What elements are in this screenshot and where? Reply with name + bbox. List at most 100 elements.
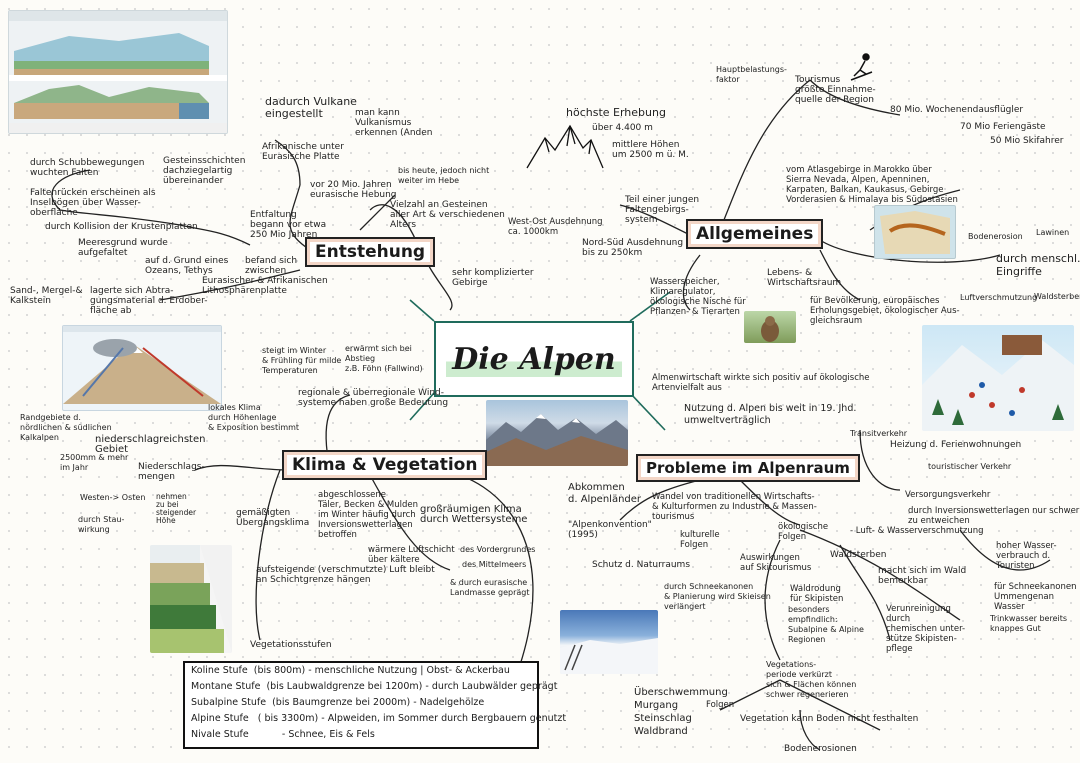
note-wandel: Wandel von traditionellen Wirtschafts- &…: [652, 492, 817, 522]
note-meeresgrund: Meeresgrund wurde aufgefaltet: [78, 238, 168, 258]
alps-map: [874, 205, 956, 259]
note-gemaessigt: gemäßigten Übergangsklima: [236, 508, 310, 528]
note-transit: Transitverkehr: [850, 429, 908, 438]
zone-row: Koline Stufe (bis 800m) - menschliche Nu…: [191, 665, 510, 676]
note-lebens: Lebens- & Wirtschaftsraum: [767, 268, 842, 288]
note-bodenerosion: Bodenerosion: [968, 232, 1023, 241]
connector-center-allgemeines: [629, 291, 671, 322]
note-bisheute: bis heute, jedoch nicht weiter im Hebe: [398, 166, 490, 185]
note-oekologische: ökologische Folgen: [778, 522, 829, 542]
note-vulkan: man kann Vulkanismus erkennen (Anden: [355, 108, 433, 138]
zone-row: Nivale Stufe - Schnee, Eis & Fels: [191, 729, 375, 740]
note-schubbewegungen: durch Schubbewegungen wuchten Falten: [30, 158, 145, 178]
note-grossraeumig: großräumigen Klima durch Wettersysteme: [420, 504, 528, 525]
note-erwaermt: erwärmt sich bei Abstieg z.B. Föhn (Fall…: [345, 344, 423, 373]
note-eurasisch: Eurasischer & Afrikanischen Lithosphären…: [202, 276, 328, 296]
note-waldrodung: Waldrodung für Skipisten: [790, 584, 844, 604]
vegetation-zones-box: Koline Stufe (bis 800m) - menschliche Nu…: [183, 661, 567, 749]
note-almen: Almenwirtschaft wirkte sich positiv auf …: [652, 373, 870, 393]
note-teil: Teil einer jungen Faltengebirgs- system: [625, 195, 700, 225]
note-luftwasser: - Luft- & Wasserverschmutzung: [850, 526, 984, 536]
note-niederschlag: niederschlagreichsten Gebiet: [95, 434, 206, 455]
note-ueberschwemmung: Überschwemmung Murgang Steinschlag Waldb…: [634, 687, 728, 737]
note-eingriffe: durch menschl. Eingriffe: [996, 252, 1080, 278]
note-abkommen: Abkommen d. Alpenländer: [568, 482, 642, 505]
note-trinkwasser: Trinkwasser bereits knappes Gut: [990, 614, 1068, 633]
header-entstehung: Entstehung: [305, 237, 436, 267]
note-ueber: über 4.400 m: [592, 123, 653, 133]
ski-slope-photo: [560, 610, 658, 674]
note-verunreinigung: Verunreinigung durch chemischen unter- s…: [886, 604, 966, 654]
note-dadurch: dadurch Vulkane eingestellt: [265, 95, 357, 120]
ski-resort-cartoon: [922, 325, 1074, 431]
note-nehmen: nehmen zu bei steigender Höhe: [156, 492, 197, 525]
note-atlas: vom Atlasgebirge in Marokko über Sierra …: [786, 165, 958, 205]
foehn-climate-diagram: [62, 325, 222, 411]
note-regional: regionale & überregionale Wind- systeme …: [298, 388, 449, 408]
note-touristisch: touristischer Verkehr: [928, 462, 1012, 471]
vegetation-zones-diagram: [150, 545, 232, 653]
note-heizung: Heizung d. Ferienwohnungen: [890, 440, 1022, 450]
note-versorgung: Versorgungsverkehr: [905, 490, 991, 500]
note-stau: durch Stau- wirkung: [78, 515, 125, 534]
note-vielzahl: Vielzahl an Gesteinen aller Art & versch…: [390, 200, 505, 230]
note-wald: Waldsterben: [1034, 292, 1080, 301]
note-nutzung: Nutzung d. Alpen bis weit in 19. Jhd. um…: [684, 403, 857, 426]
note-folgen: Folgen: [706, 700, 735, 710]
connector-center-entstehung: [409, 299, 435, 322]
note-hauptbelastung: Hauptbelastungs- faktor: [716, 65, 787, 84]
note-inversion: durch Inversionswetterlagen nur schwer z…: [908, 506, 1080, 526]
header-probleme: Probleme im Alpenraum: [636, 454, 860, 482]
skier-icon: [848, 52, 876, 84]
note-vegetation: Vegetations- periode verkürzt sich & Flä…: [766, 660, 857, 699]
note-schutz: Schutz d. Naturraums: [592, 560, 691, 570]
note-vegkann: Vegetation kann Boden nicht festhalten: [740, 714, 919, 724]
note-vor20: vor 20 Mio. Jahren eurasische Hebung: [310, 180, 397, 200]
note-machtsich: macht sich im Wald bemerkbar: [878, 566, 967, 586]
note-schneekanonen2: durch Schneekanonen & Planierung wird Sk…: [664, 582, 771, 611]
connector-center-klima: [409, 392, 435, 421]
note-ski: 50 Mio Skifahrer: [990, 136, 1064, 146]
note-mm: 2500mm & mehr im Jahr: [60, 453, 129, 472]
zone-row: Alpine Stufe ( bis 3300m) - Alpweiden, i…: [191, 713, 567, 724]
note-luft: Luftverschmutzung: [960, 293, 1038, 302]
note-faltenruecken: Faltenrücken erscheinen als Inselbögen ü…: [30, 188, 156, 218]
note-lagerte: lagerte sich Abtra- gungsmaterial d. Erd…: [90, 286, 208, 316]
note-grund: auf d. Grund eines Ozeans, Tethys: [145, 256, 229, 276]
header-allgemeines: Allgemeines: [686, 219, 824, 249]
note-bodenerosionen: Bodenerosionen: [784, 744, 857, 754]
note-vegstufen: Vegetationsstufen: [250, 640, 332, 650]
note-sand: Sand-, Mergel-& Kalkstein: [10, 286, 83, 306]
note-kulturelle: kulturelle Folgen: [680, 530, 720, 550]
note-waermer: wärmere Luftschicht über kältere: [368, 545, 455, 565]
note-sehr: sehr komplizierter Gebirge: [452, 268, 534, 288]
zone-row: Montane Stufe (bis Laubwaldgrenze bei 12…: [191, 681, 558, 692]
zone-row: Subalpine Stufe (bis Baumgrenze bei 2000…: [191, 697, 485, 708]
note-besonders: besonders empfindlich: Subalpine & Alpin…: [788, 605, 864, 644]
header-klima: Klima & Vegetation: [282, 450, 488, 480]
marmot-photo: [744, 311, 796, 343]
note-lawinen: Lawinen: [1036, 228, 1070, 237]
note-niedmengen: Niederschlags- mengen: [138, 462, 205, 482]
note-wasser: Wasserspeicher, Klimaregulator, ökologis…: [650, 277, 746, 317]
note-hoher: hoher Wasser- verbrauch d. Touristen: [996, 541, 1057, 571]
note-aufsteigende: aufsteigende (verschmutzte) Luft bleibt …: [256, 565, 435, 585]
note-tourismus: Tourismus größte Einnahme- quelle der Re…: [795, 75, 876, 105]
note-lokales: lokales Klima durch Höhenlage & Expositi…: [208, 403, 300, 432]
center-title: Die Alpen: [446, 341, 622, 377]
note-mittlere: mittlere Höhen um 2500 m ü. M.: [612, 140, 689, 160]
note-westost: West-Ost Ausdehnung ca. 1000km: [508, 217, 603, 237]
note-wochenend: 80 Mio. Wochenendausflügler: [890, 105, 1024, 115]
note-gesteinsschichten: Gesteinsschichten dachziegelartig überei…: [163, 156, 246, 186]
center-topic: Die Alpen: [434, 321, 634, 397]
note-landmasse: & durch eurasische Landmasse geprägt: [450, 578, 530, 597]
note-vordergrund: des Vordergrundes: [460, 545, 536, 554]
note-afrikanische: Afrikanische unter Eurasische Platte: [262, 142, 344, 162]
mountain-peaks-sketch: [525, 120, 605, 172]
note-randgebiete: Randgebiete d. nördlichen & südlichen Ka…: [20, 413, 112, 442]
note-kollision: durch Kollision der Krustenplatten: [45, 222, 198, 232]
note-abgeschlossene: abgeschlossene Täler, Becken & Mulden im…: [318, 490, 418, 540]
note-steigt: steigt im Winter & Frühling für milde Te…: [262, 346, 342, 375]
note-entfaltung: Entfaltung begann vor etwa 250 Mio Jahre…: [250, 210, 327, 240]
